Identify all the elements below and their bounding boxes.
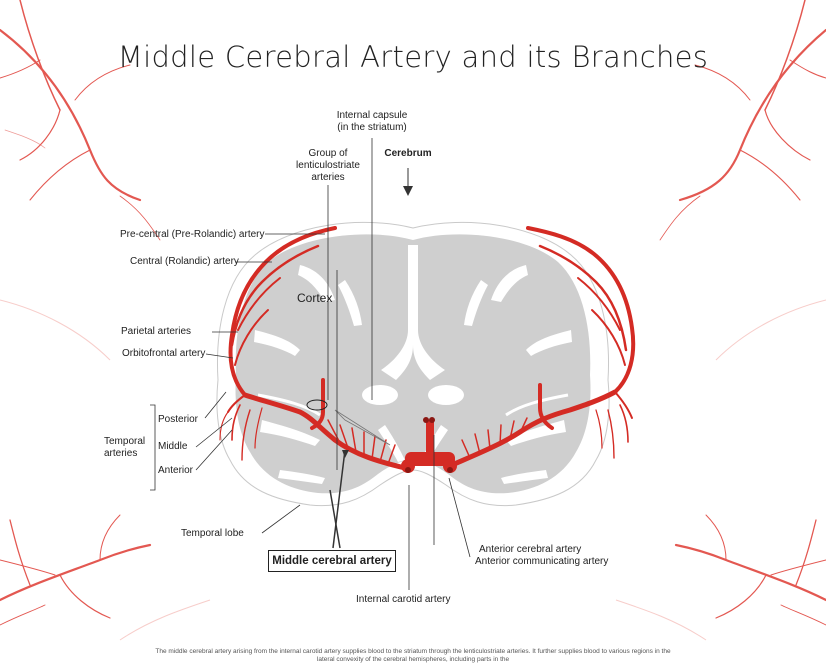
- label-precentral-artery: Pre-central (Pre-Rolandic) artery: [120, 229, 265, 241]
- label-posterior: Posterior: [158, 414, 198, 426]
- label-anterior-communicating-artery: Anterior communicating artery: [475, 556, 608, 568]
- label-anterior: Anterior: [158, 465, 193, 477]
- page-title: Middle Cerebral Artery and its Branches: [0, 40, 826, 74]
- label-anterior-cerebral-artery: Anterior cerebral artery: [479, 544, 581, 556]
- decorative-vessels-bottom-right: [676, 515, 826, 625]
- decorative-vessels-top-left: [0, 0, 160, 240]
- label-temporal-lobe: Temporal lobe: [181, 528, 244, 540]
- label-cerebrum: Cerebrum: [378, 148, 438, 160]
- caption-text: The middle cerebral artery arising from …: [150, 648, 676, 664]
- label-internal-capsule: Internal capsule(in the striatum): [330, 110, 414, 134]
- label-cortex: Cortex: [297, 292, 332, 304]
- label-orbitofrontal-artery: Orbitofrontal artery: [122, 348, 205, 360]
- label-central-artery: Central (Rolandic) artery: [130, 256, 239, 268]
- decorative-vessels-bottom-left: [0, 515, 150, 625]
- label-parietal-arteries: Parietal arteries: [121, 326, 191, 338]
- label-middle-cerebral-artery: Middle cerebral artery: [268, 550, 396, 572]
- label-internal-carotid-artery: Internal carotid artery: [356, 594, 451, 606]
- decorative-vessels-top-right: [660, 0, 826, 240]
- label-middle: Middle: [158, 441, 187, 453]
